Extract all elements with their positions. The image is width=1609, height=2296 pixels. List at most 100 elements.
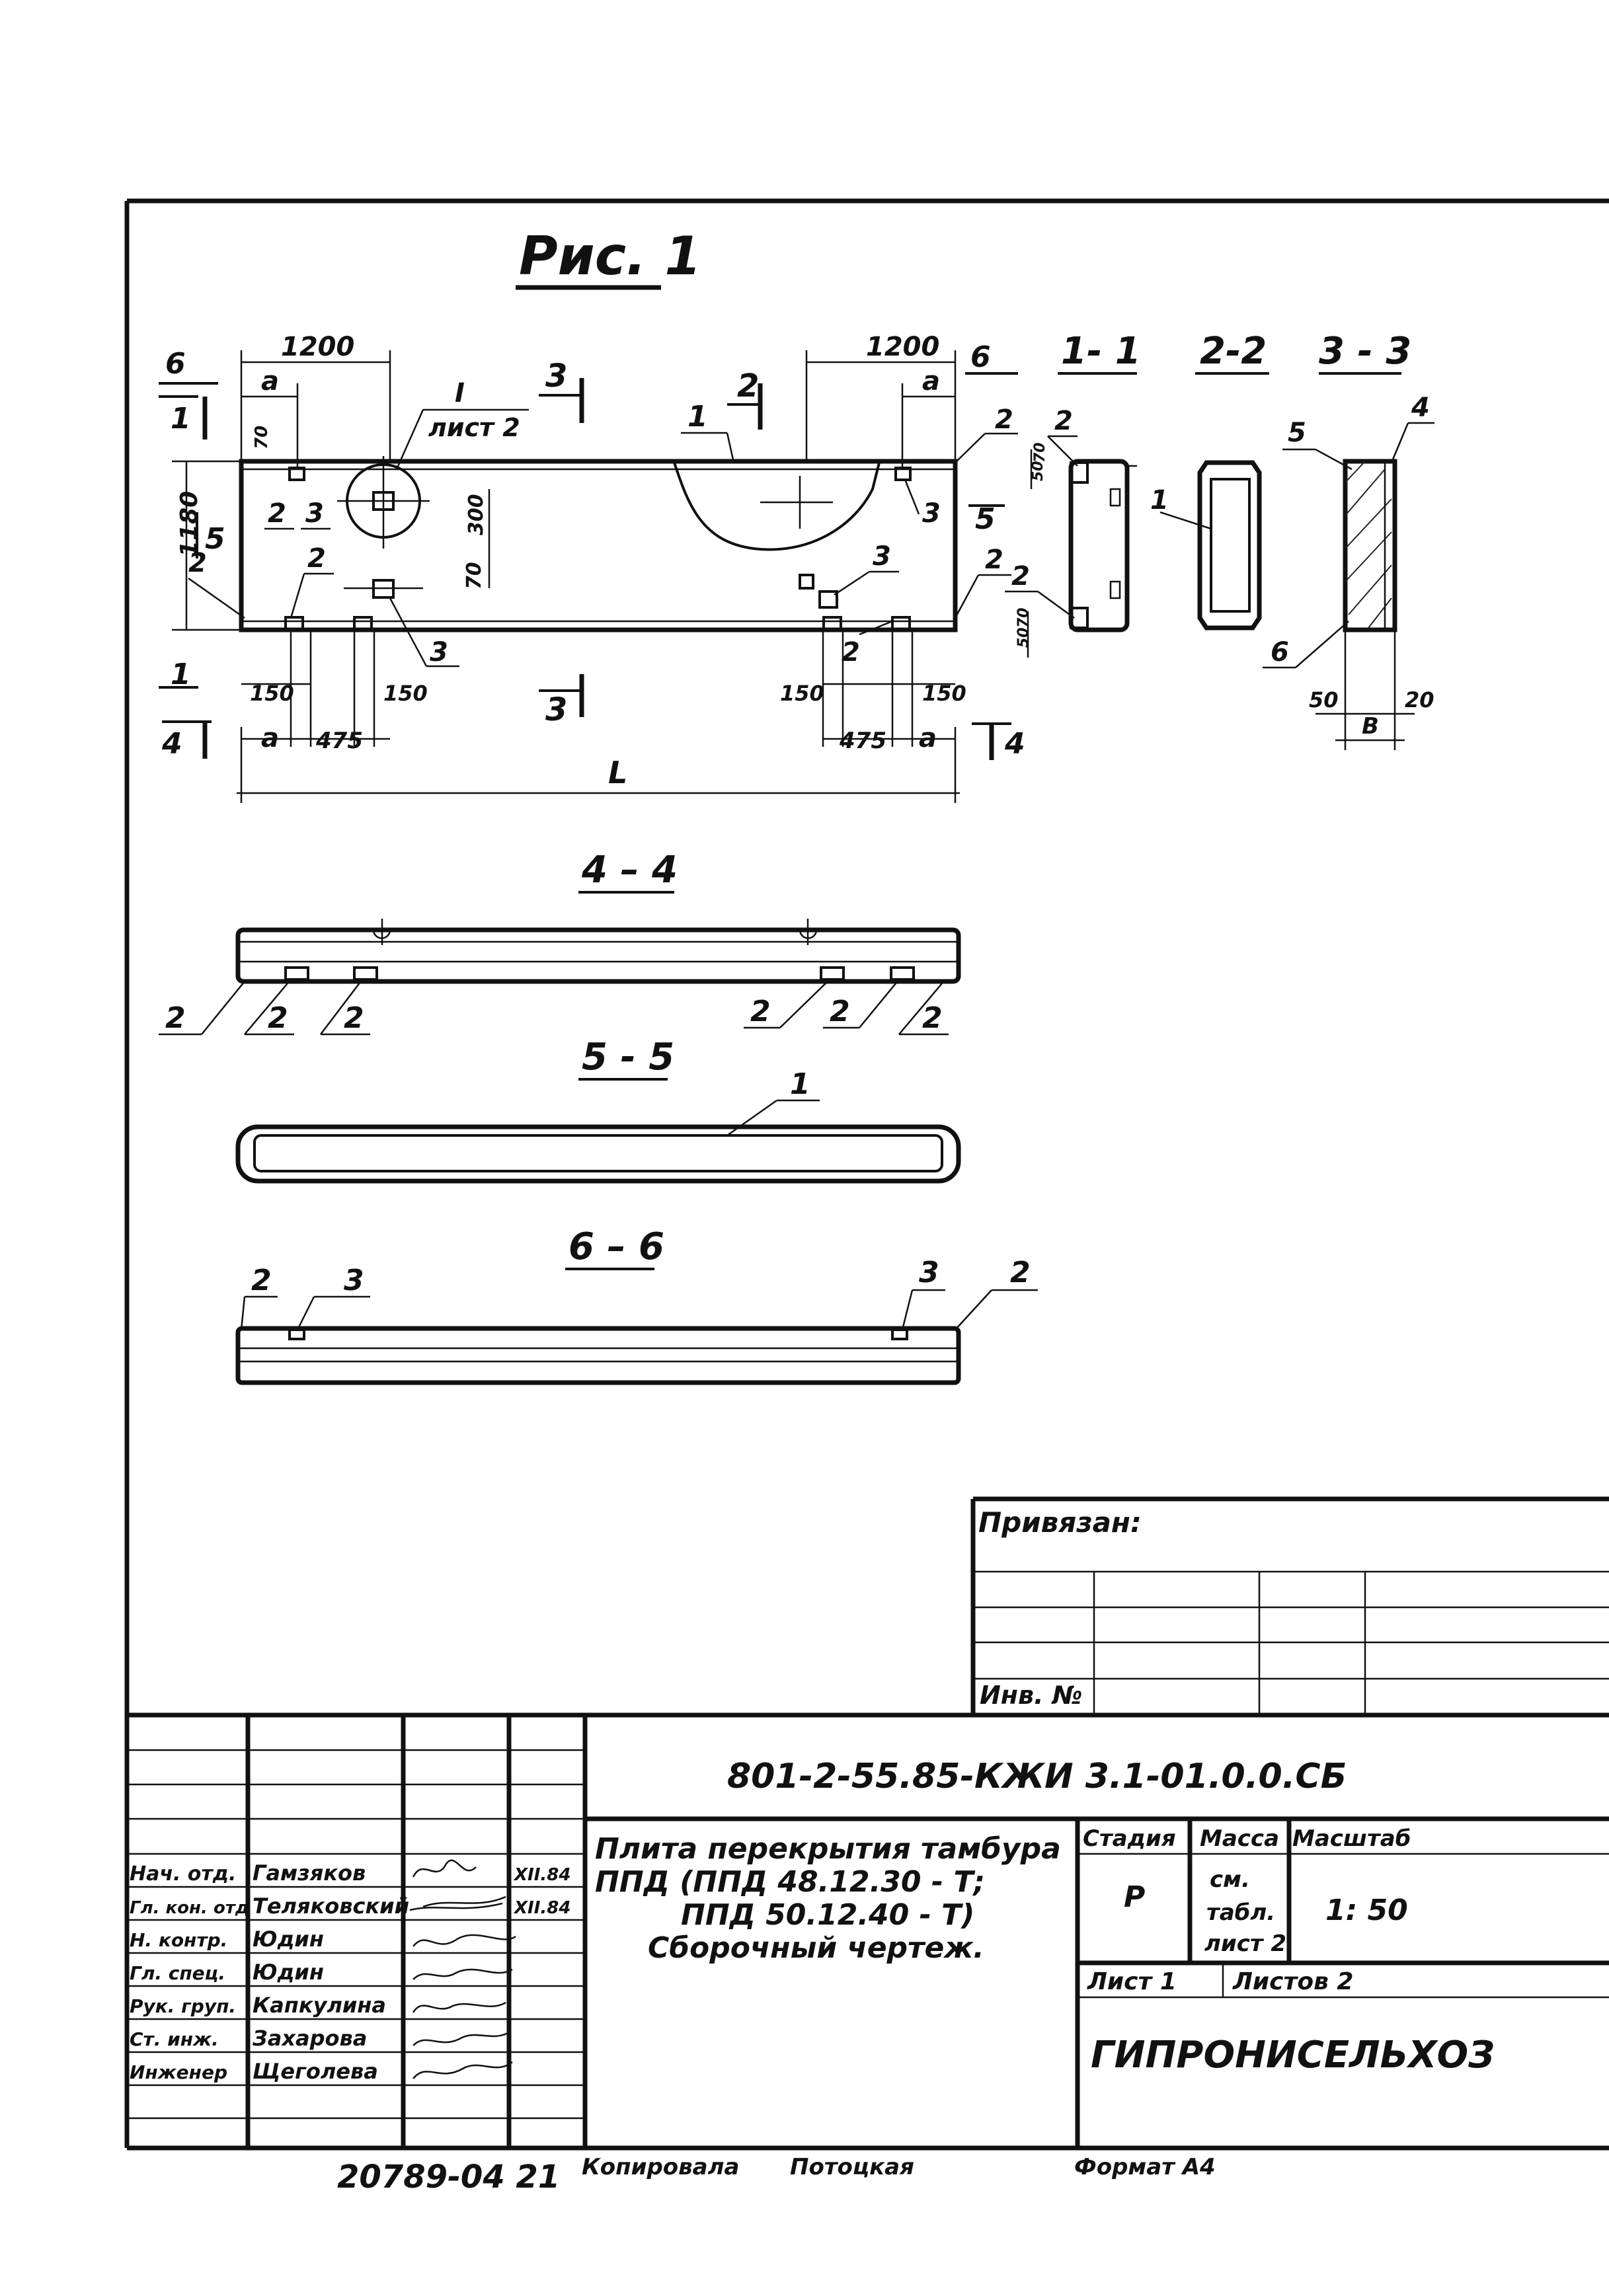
section-4-4: 4 – 4 2 2 2 2 2 2	[159, 849, 961, 1036]
mass-value-l2: табл.	[1206, 1899, 1275, 1926]
dim-70-mid: 70	[463, 562, 486, 590]
section-2-2: 2-2 1	[1150, 330, 1269, 631]
dim-a-bl: a	[261, 723, 279, 753]
dim-300: 300	[465, 494, 488, 535]
cutaway-break	[673, 462, 881, 551]
s11-dim-bot: 50	[1015, 627, 1032, 648]
sig-role-1: Гл. кон. отд	[130, 1898, 249, 1918]
drawing-frame	[124, 198, 1609, 2151]
callout-2-d: 2	[995, 404, 1013, 435]
callout-3-a: 3	[305, 498, 324, 529]
mark-5-left: 5	[205, 522, 225, 556]
s22-callout-1: 1	[1150, 485, 1169, 516]
embed-br2	[822, 616, 842, 631]
desc-line2: ППД (ППД 48.12.30 - Т;	[595, 1865, 985, 1899]
organization: ГИПРОНИСЕЛЬХОЗ	[1091, 2034, 1495, 2077]
s44-callout-2b: 2	[268, 1001, 288, 1035]
s33-callout-6: 6	[1271, 637, 1289, 668]
s33-callout-5: 5	[1288, 418, 1306, 448]
s44-callout-2f: 2	[922, 1001, 943, 1035]
dim-150-bl2: 150	[383, 681, 428, 706]
callout-2-c: 2	[307, 543, 326, 574]
dim-475-br: 475	[839, 728, 886, 754]
sig-name-3: Юдин	[253, 1960, 324, 1985]
callout-2-b: 2	[188, 548, 207, 578]
mark-6-right: 6	[970, 340, 991, 374]
s11-dim-top: 70	[1032, 442, 1048, 463]
mark-3-top: 3	[545, 358, 567, 395]
section-3-3-title: 3 - 3	[1319, 330, 1411, 373]
mass-header: Масса	[1200, 1825, 1279, 1852]
mark-3-bot: 3	[545, 691, 567, 728]
dim-70-top: 70	[252, 426, 272, 449]
s66-callout-3a: 3	[344, 1264, 364, 1297]
title-block: 801-2-55.85-КЖИ 3.1-01.0.0.СБ Плита пере…	[127, 1712, 1609, 2196]
mark-6-left: 6	[165, 347, 186, 381]
mass-value-l3: лист 2	[1204, 1931, 1286, 1957]
copied-label: Копировала	[582, 2154, 739, 2180]
callout-1: 1	[687, 400, 708, 434]
section-5-5: 5 - 5 1	[235, 1036, 961, 1184]
section-1-1: 1- 1 2 2 70 50 50 70	[1005, 330, 1141, 658]
section-3-3: 3 - 3 4 5 6 50 20 В	[1263, 330, 1434, 750]
s11-callout-2a: 2	[1054, 406, 1073, 436]
plan-view: 1200 1200 a a 70 1180 300 70 I лист 2	[159, 332, 1025, 803]
sig-date-1: XII.84	[513, 1898, 570, 1918]
desc-line1: Плита перекрытия тамбура	[595, 1832, 1061, 1866]
sig-name-4: Капкулина	[253, 1993, 386, 2018]
scale-value: 1: 50	[1325, 1894, 1408, 1927]
desc-line4: Сборочный чертеж.	[648, 1931, 984, 1965]
callout-2-f: 2	[842, 637, 860, 668]
mark-5-right: 5	[975, 502, 996, 536]
section-6-6-title: 6 – 6	[569, 1225, 664, 1268]
s33-dim-20: 20	[1405, 687, 1434, 712]
mark-1-bot: 1	[171, 658, 191, 691]
dim-150-br: 150	[780, 681, 824, 706]
sig-date-0: XII.84	[513, 1865, 570, 1885]
s66-callout-3b: 3	[919, 1256, 939, 1289]
mark-2-top: 2	[737, 367, 759, 404]
sheets-total: Листов 2	[1232, 1968, 1353, 1995]
s44-callout-2d: 2	[750, 995, 771, 1028]
sig-name-0: Гамзяков	[253, 1860, 366, 1886]
sig-role-4: Рук. груп.	[130, 1995, 236, 2017]
s66-callout-2a: 2	[251, 1264, 272, 1297]
doc-code: 801-2-55.85-КЖИ 3.1-01.0.0.СБ	[727, 1757, 1347, 1796]
binding-label: Привязан:	[978, 1506, 1142, 1539]
stage-header: Стадия	[1083, 1825, 1176, 1852]
node-sheet: лист 2	[428, 413, 520, 442]
section-2-2-title: 2-2	[1200, 330, 1267, 373]
section-1-1-title: 1- 1	[1061, 330, 1141, 373]
callout-2-a: 2	[268, 498, 286, 529]
sig-role-6: Инженер	[130, 2061, 227, 2083]
dim-150-bl: 150	[250, 681, 294, 706]
slab-outline	[239, 459, 958, 632]
dim-1200-left: 1200	[281, 332, 354, 362]
section-4-4-title: 4 – 4	[581, 849, 678, 892]
sig-role-0: Нач. отд.	[130, 1862, 236, 1886]
sig-role-2: Н. контр.	[130, 1929, 227, 1951]
s11-dim-top2: 50	[1030, 461, 1046, 481]
sig-name-1: Теляковский	[253, 1894, 409, 1919]
mass-value-l1: см.	[1210, 1866, 1250, 1893]
callout-3-c: 3	[922, 498, 941, 529]
dim-475-bl: 475	[315, 728, 363, 754]
copied-name: Потоцкая	[790, 2154, 914, 2180]
callout-3-b: 3	[430, 637, 448, 668]
section-6-6: 6 – 6 2 3 3 2	[235, 1225, 1038, 1385]
desc-line3: ППД 50.12.40 - Т)	[681, 1898, 974, 1932]
embed-mr	[818, 590, 838, 609]
callout-2-e: 2	[985, 545, 1003, 575]
embed-bl1	[284, 616, 304, 631]
paper-format: Формат А4	[1074, 2154, 1216, 2180]
node-roman: I	[455, 378, 465, 408]
s55-callout-1: 1	[790, 1067, 810, 1101]
s44-callout-2a: 2	[165, 1001, 186, 1035]
embed-br1	[799, 574, 814, 590]
callout-3-d: 3	[873, 541, 891, 572]
s44-callout-2e: 2	[830, 995, 850, 1028]
inventory-number: 20789-04 21	[337, 2159, 560, 2196]
mark-1-top: 1	[171, 402, 191, 436]
binding-block: Привязан: Инв. №	[970, 1496, 1609, 1715]
